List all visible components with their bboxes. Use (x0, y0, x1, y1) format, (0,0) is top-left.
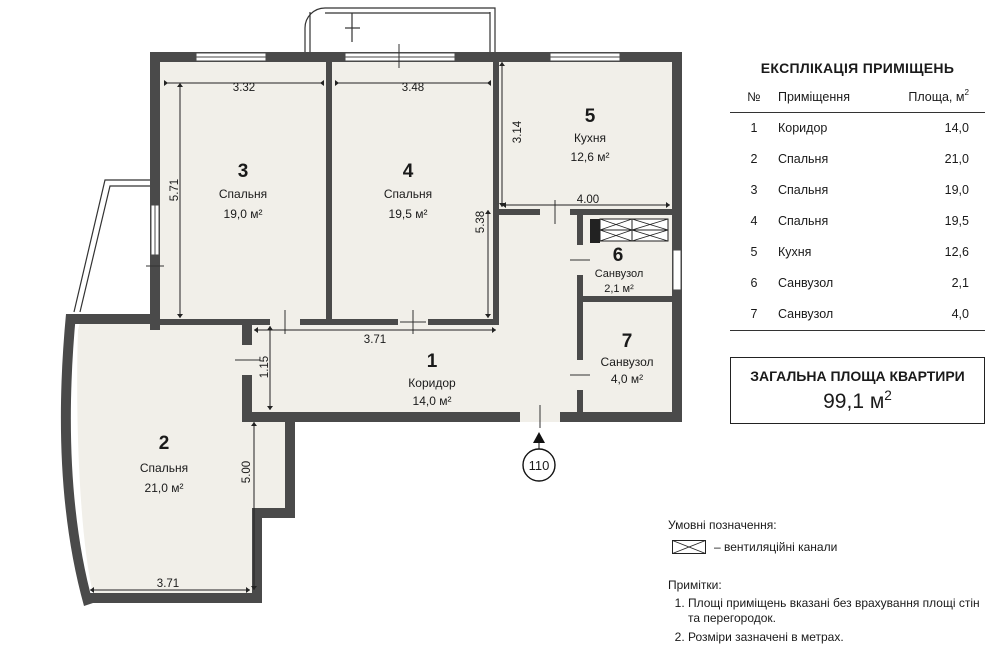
table-header: № Приміщення Площа, м2 (730, 88, 985, 113)
room-area: 19,5 м² (389, 207, 428, 221)
dim-r4-height: 5.38 (475, 211, 487, 233)
balcony-left (73, 179, 150, 313)
dim-r3-height: 5.71 (169, 179, 181, 201)
dimension-lines (90, 62, 670, 591)
room-number: 5 (585, 106, 596, 127)
dim-r5-height: 3.14 (512, 120, 524, 143)
room-area: 12,6 м² (571, 150, 610, 164)
room-number: 7 (622, 331, 633, 352)
room-number: 2 (159, 433, 170, 454)
dim-r2-height: 5.00 (241, 461, 253, 483)
total-area-title: ЗАГАЛЬНА ПЛОЩА КВАРТИРИ (750, 368, 965, 384)
room-name: Санвузол (601, 355, 654, 369)
room-label-4: 4 Спальня 19,5 м² (384, 161, 432, 221)
floor-plan: 3.32 3.32 3.48 5.71 3.14 4.00 5.38 3.71 … (60, 7, 682, 606)
floor-area (77, 62, 672, 593)
room-label-7: 7 Санвузол 4,0 м² (601, 331, 654, 386)
ventilation-ducts (590, 218, 669, 243)
note-item: Розміри зазначені в метрах. (688, 630, 988, 645)
legend-vent-text: – вентиляційні канали (714, 540, 838, 554)
room-label-3: 3 Спальня 19,0 м² (219, 161, 267, 221)
entrance-number: 110 (529, 458, 550, 473)
room-number: 3 (238, 161, 249, 182)
header-area: Площа, м2 (878, 88, 985, 113)
room-name: Коридор (408, 376, 456, 390)
room-area: 2,1 м² (604, 283, 634, 295)
room-area: 14,0 м² (413, 394, 452, 408)
entrance-arrow-icon (533, 432, 545, 443)
legend-title: Умовні позначення: (668, 518, 777, 532)
room-name: Спальня (140, 461, 188, 475)
legend-item-ventilation: – вентиляційні канали (672, 540, 988, 554)
notes-title: Примітки: (668, 578, 722, 592)
room-area: 21,0 м² (145, 481, 184, 495)
legend-and-notes: Умовні позначення: – вентиляційні канали… (668, 518, 988, 649)
room-name: Кухня (574, 131, 606, 145)
dim-r4-width-label: 3.48 (402, 82, 424, 94)
dim-corridor-height: 1.15 (259, 356, 271, 378)
explication-title: ЕКСПЛІКАЦІЯ ПРИМІЩЕНЬ (760, 60, 955, 76)
room-area: 4,0 м² (611, 372, 643, 386)
room-number: 1 (427, 351, 438, 372)
room-label-5: 5 Кухня 12,6 м² (571, 106, 610, 164)
room-area: 19,0 м² (224, 207, 263, 221)
room-label-6: 6 Санвузол 2,1 м² (595, 245, 644, 295)
room-name: Санвузол (595, 268, 644, 280)
header-room: Приміщення (778, 90, 879, 113)
room-label-2: 2 Спальня 21,0 м² (140, 433, 188, 495)
total-area-box: ЗАГАЛЬНА ПЛОЩА КВАРТИРИ 99,1 м2 (730, 357, 985, 424)
explication-panel: ЕКСПЛІКАЦІЯ ПРИМІЩЕНЬ № Приміщення Площа… (730, 60, 985, 424)
room-number: 6 (613, 245, 624, 266)
dim-r5-width: 4.00 (577, 194, 599, 206)
ventilation-duct-icon (672, 540, 706, 554)
dim-r3-width: 3.32 (233, 82, 255, 94)
notes: Примітки: Площі приміщень вказані без вр… (668, 578, 988, 645)
note-item: Площі приміщень вказані без врахування п… (688, 596, 988, 626)
room-number: 4 (403, 161, 414, 182)
room-name: Спальня (219, 187, 267, 201)
dim-r2-width: 3.71 (157, 578, 179, 590)
room-name: Спальня (384, 187, 432, 201)
room-label-1: 1 Коридор 14,0 м² (408, 351, 456, 408)
balcony-top (304, 7, 496, 52)
entrance-marker: 110 (522, 432, 556, 482)
header-no: № (730, 90, 778, 113)
total-area-value: 99,1 м2 (823, 388, 892, 413)
dim-corridor-width: 3.71 (364, 334, 386, 346)
